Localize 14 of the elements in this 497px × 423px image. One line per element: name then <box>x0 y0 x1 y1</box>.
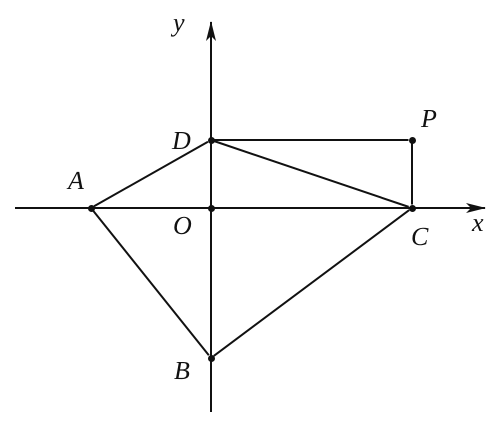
line-segment <box>214 140 409 208</box>
point-label: C <box>411 224 428 250</box>
axis-label: x <box>472 210 484 236</box>
line-segment <box>92 210 210 356</box>
point-label: A <box>68 168 84 194</box>
line-segment <box>214 139 408 141</box>
point-label: D <box>172 128 191 154</box>
axis-label: y <box>173 10 185 36</box>
point-label: O <box>173 213 192 239</box>
point-label: B <box>174 358 190 384</box>
line-segment <box>94 140 208 208</box>
line-segment <box>213 209 410 357</box>
line-segment <box>411 144 413 204</box>
point-label: P <box>421 106 437 132</box>
